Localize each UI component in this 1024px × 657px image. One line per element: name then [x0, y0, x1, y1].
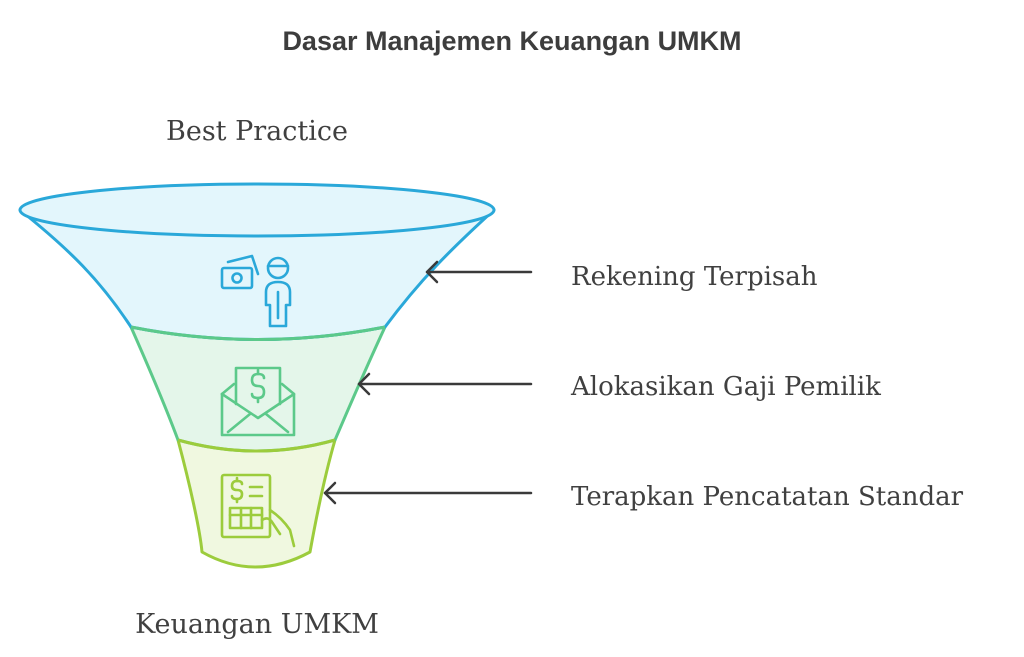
- arrow-step-2: [357, 372, 533, 396]
- step-label-rekening-terpisah: Rekening Terpisah: [571, 262, 818, 292]
- money-person-icon: [220, 254, 292, 328]
- funnel-layer-3: [176, 438, 337, 569]
- funnel-layer-2-shape: [129, 325, 387, 453]
- step-label-pencatatan-standar: Terapkan Pencatatan Standar: [571, 482, 964, 512]
- funnel-top-ellipse: [18, 182, 496, 238]
- diagram-title: Dasar Manajemen Keuangan UMKM: [282, 26, 741, 56]
- ledger-document-icon: [220, 473, 296, 548]
- funnel-layer-2: [129, 325, 387, 453]
- top-label: Best Practice: [166, 116, 348, 147]
- step-label-alokasikan-gaji: Alokasikan Gaji Pemilik: [570, 372, 881, 402]
- funnel-layer-1: [18, 182, 496, 341]
- funnel-layer-2-rim: [130, 325, 386, 341]
- arrow-step-1: [425, 260, 533, 284]
- arrow-step-3: [323, 481, 533, 505]
- funnel-layer-3-shape: [176, 438, 337, 569]
- funnel-layer-3-rim: [177, 438, 336, 453]
- bottom-label: Keuangan UMKM: [135, 609, 379, 640]
- salary-envelope-icon: [220, 366, 296, 437]
